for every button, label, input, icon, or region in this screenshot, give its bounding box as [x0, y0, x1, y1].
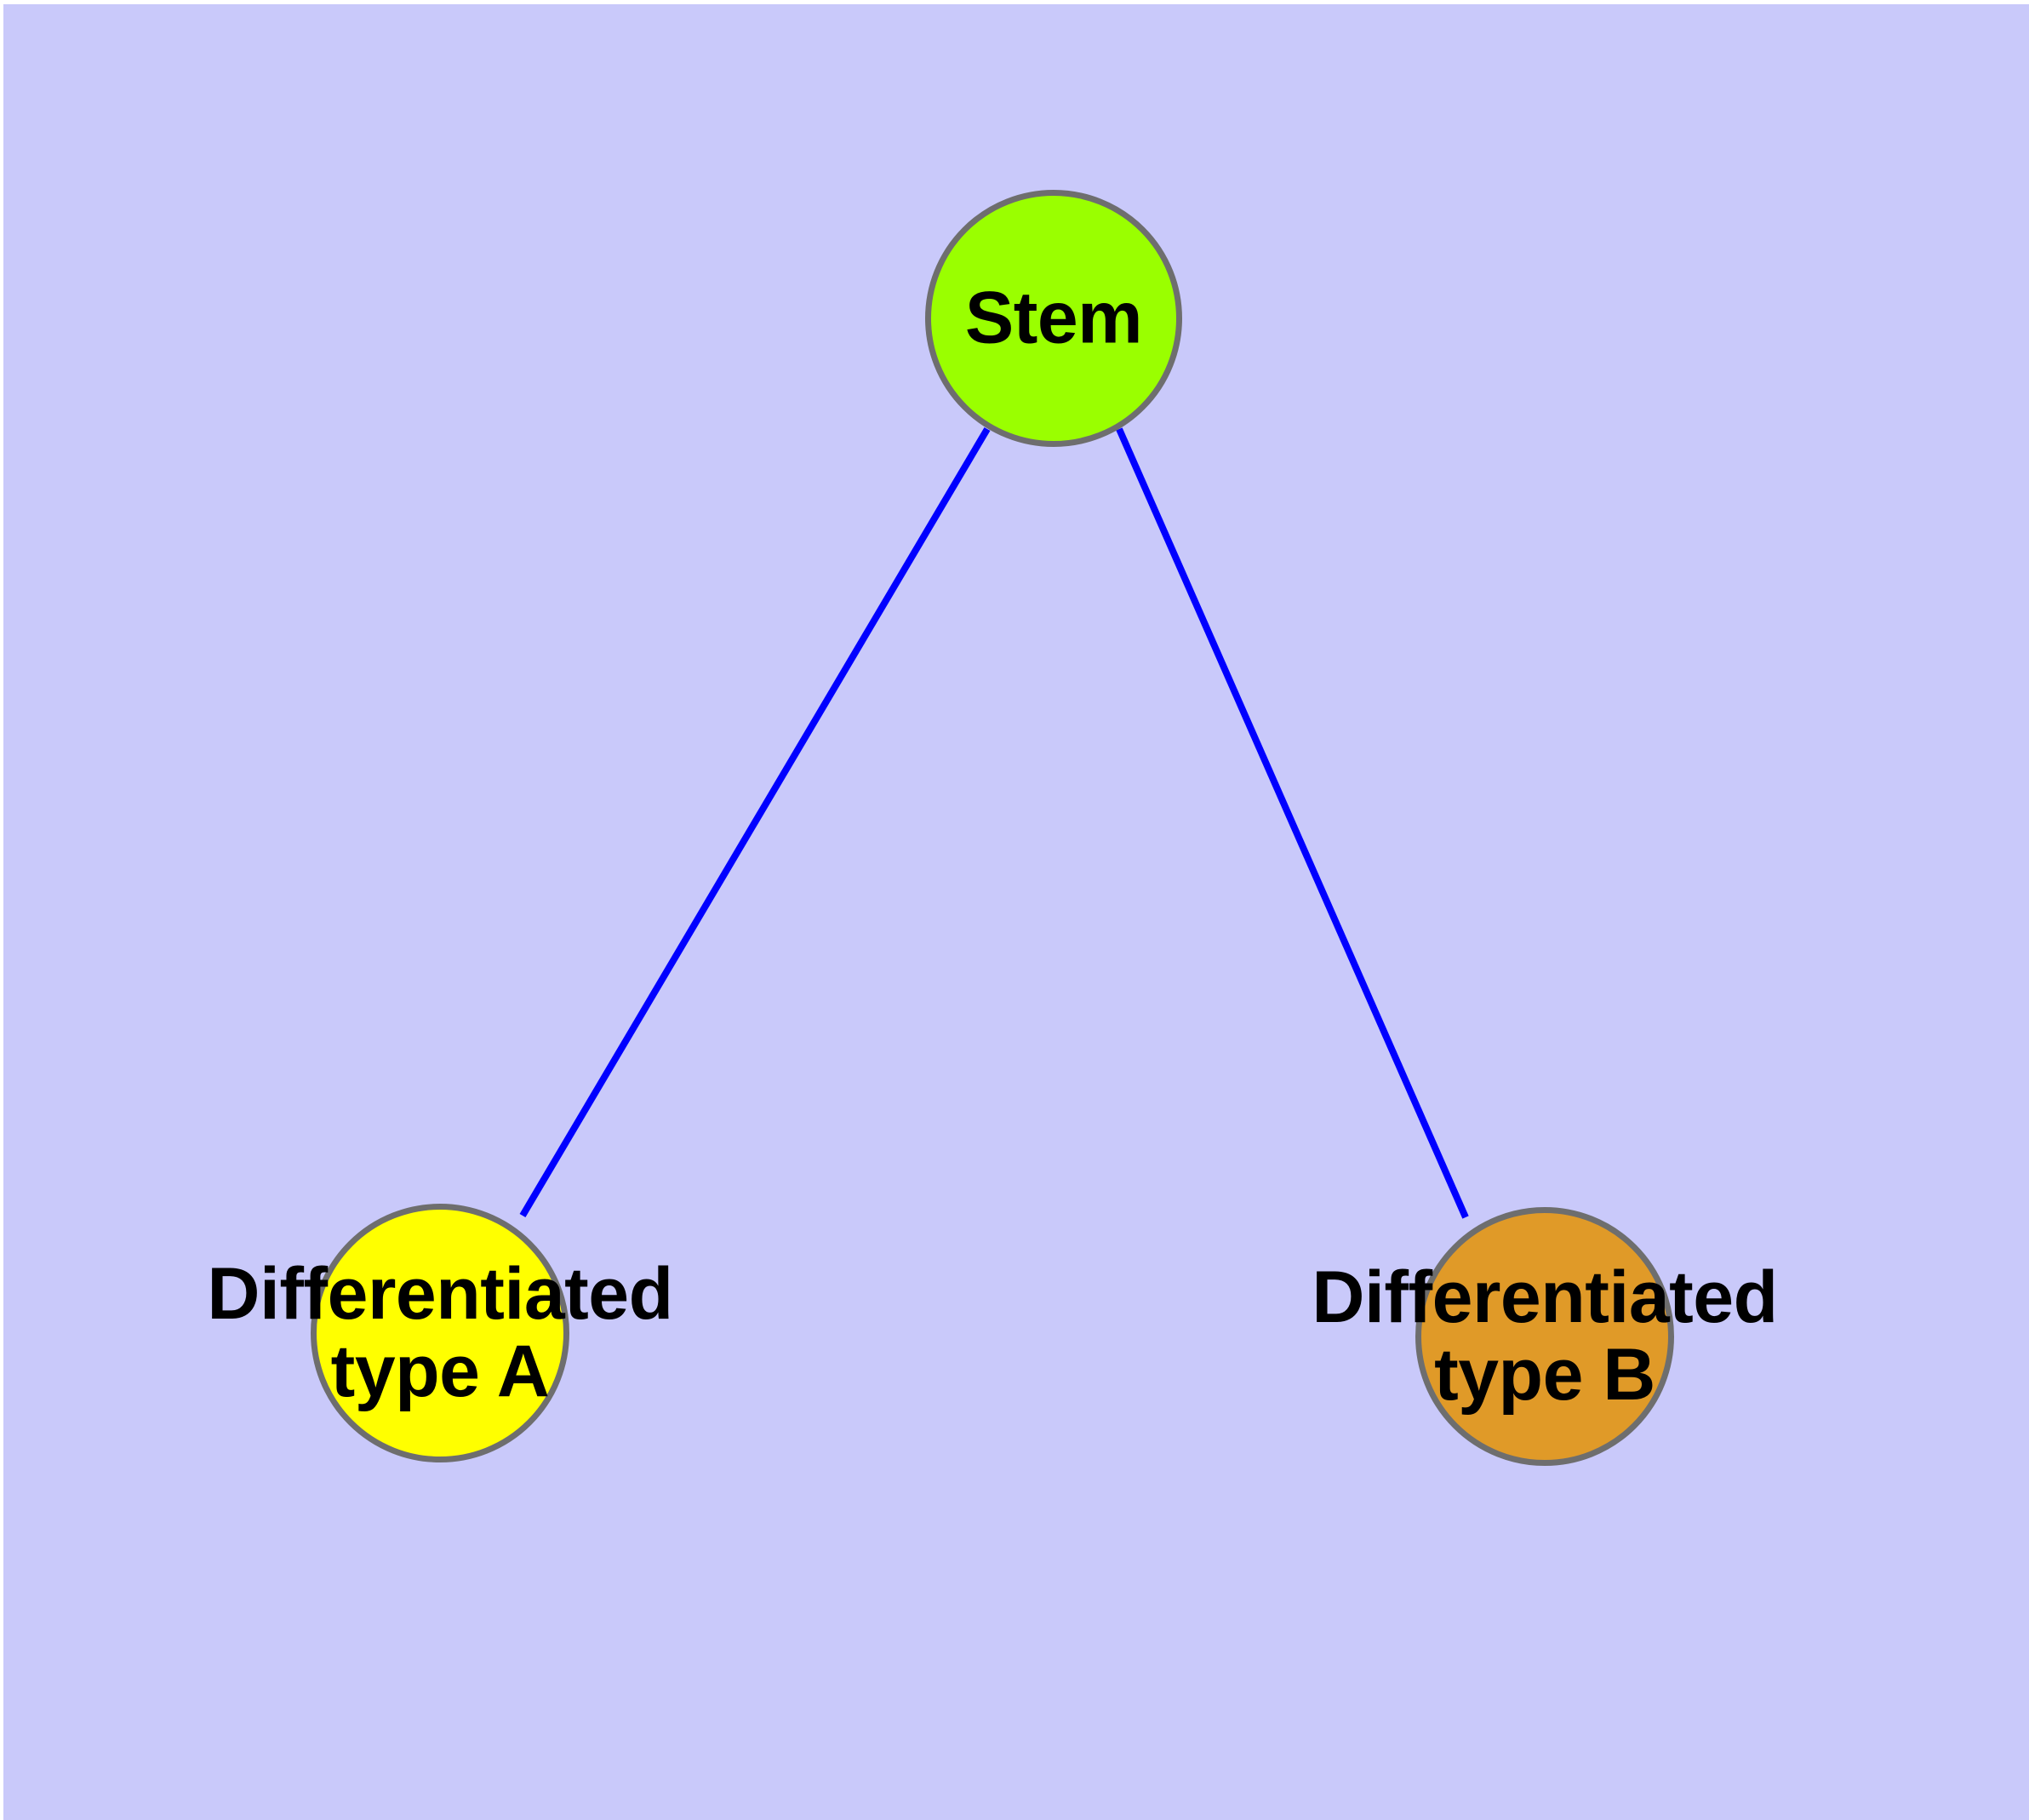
node-stem[interactable]: [925, 190, 1182, 447]
node-differentiated-type-b[interactable]: [1415, 1207, 1674, 1466]
edge-layer: [519, 426, 1469, 1219]
edge-stem-to-differentiated-type-a: [519, 426, 991, 1218]
node-differentiated-type-a[interactable]: [311, 1204, 569, 1462]
edge-stem-to-differentiated-type-b: [1116, 427, 1469, 1219]
node-layer: [311, 190, 1674, 1466]
